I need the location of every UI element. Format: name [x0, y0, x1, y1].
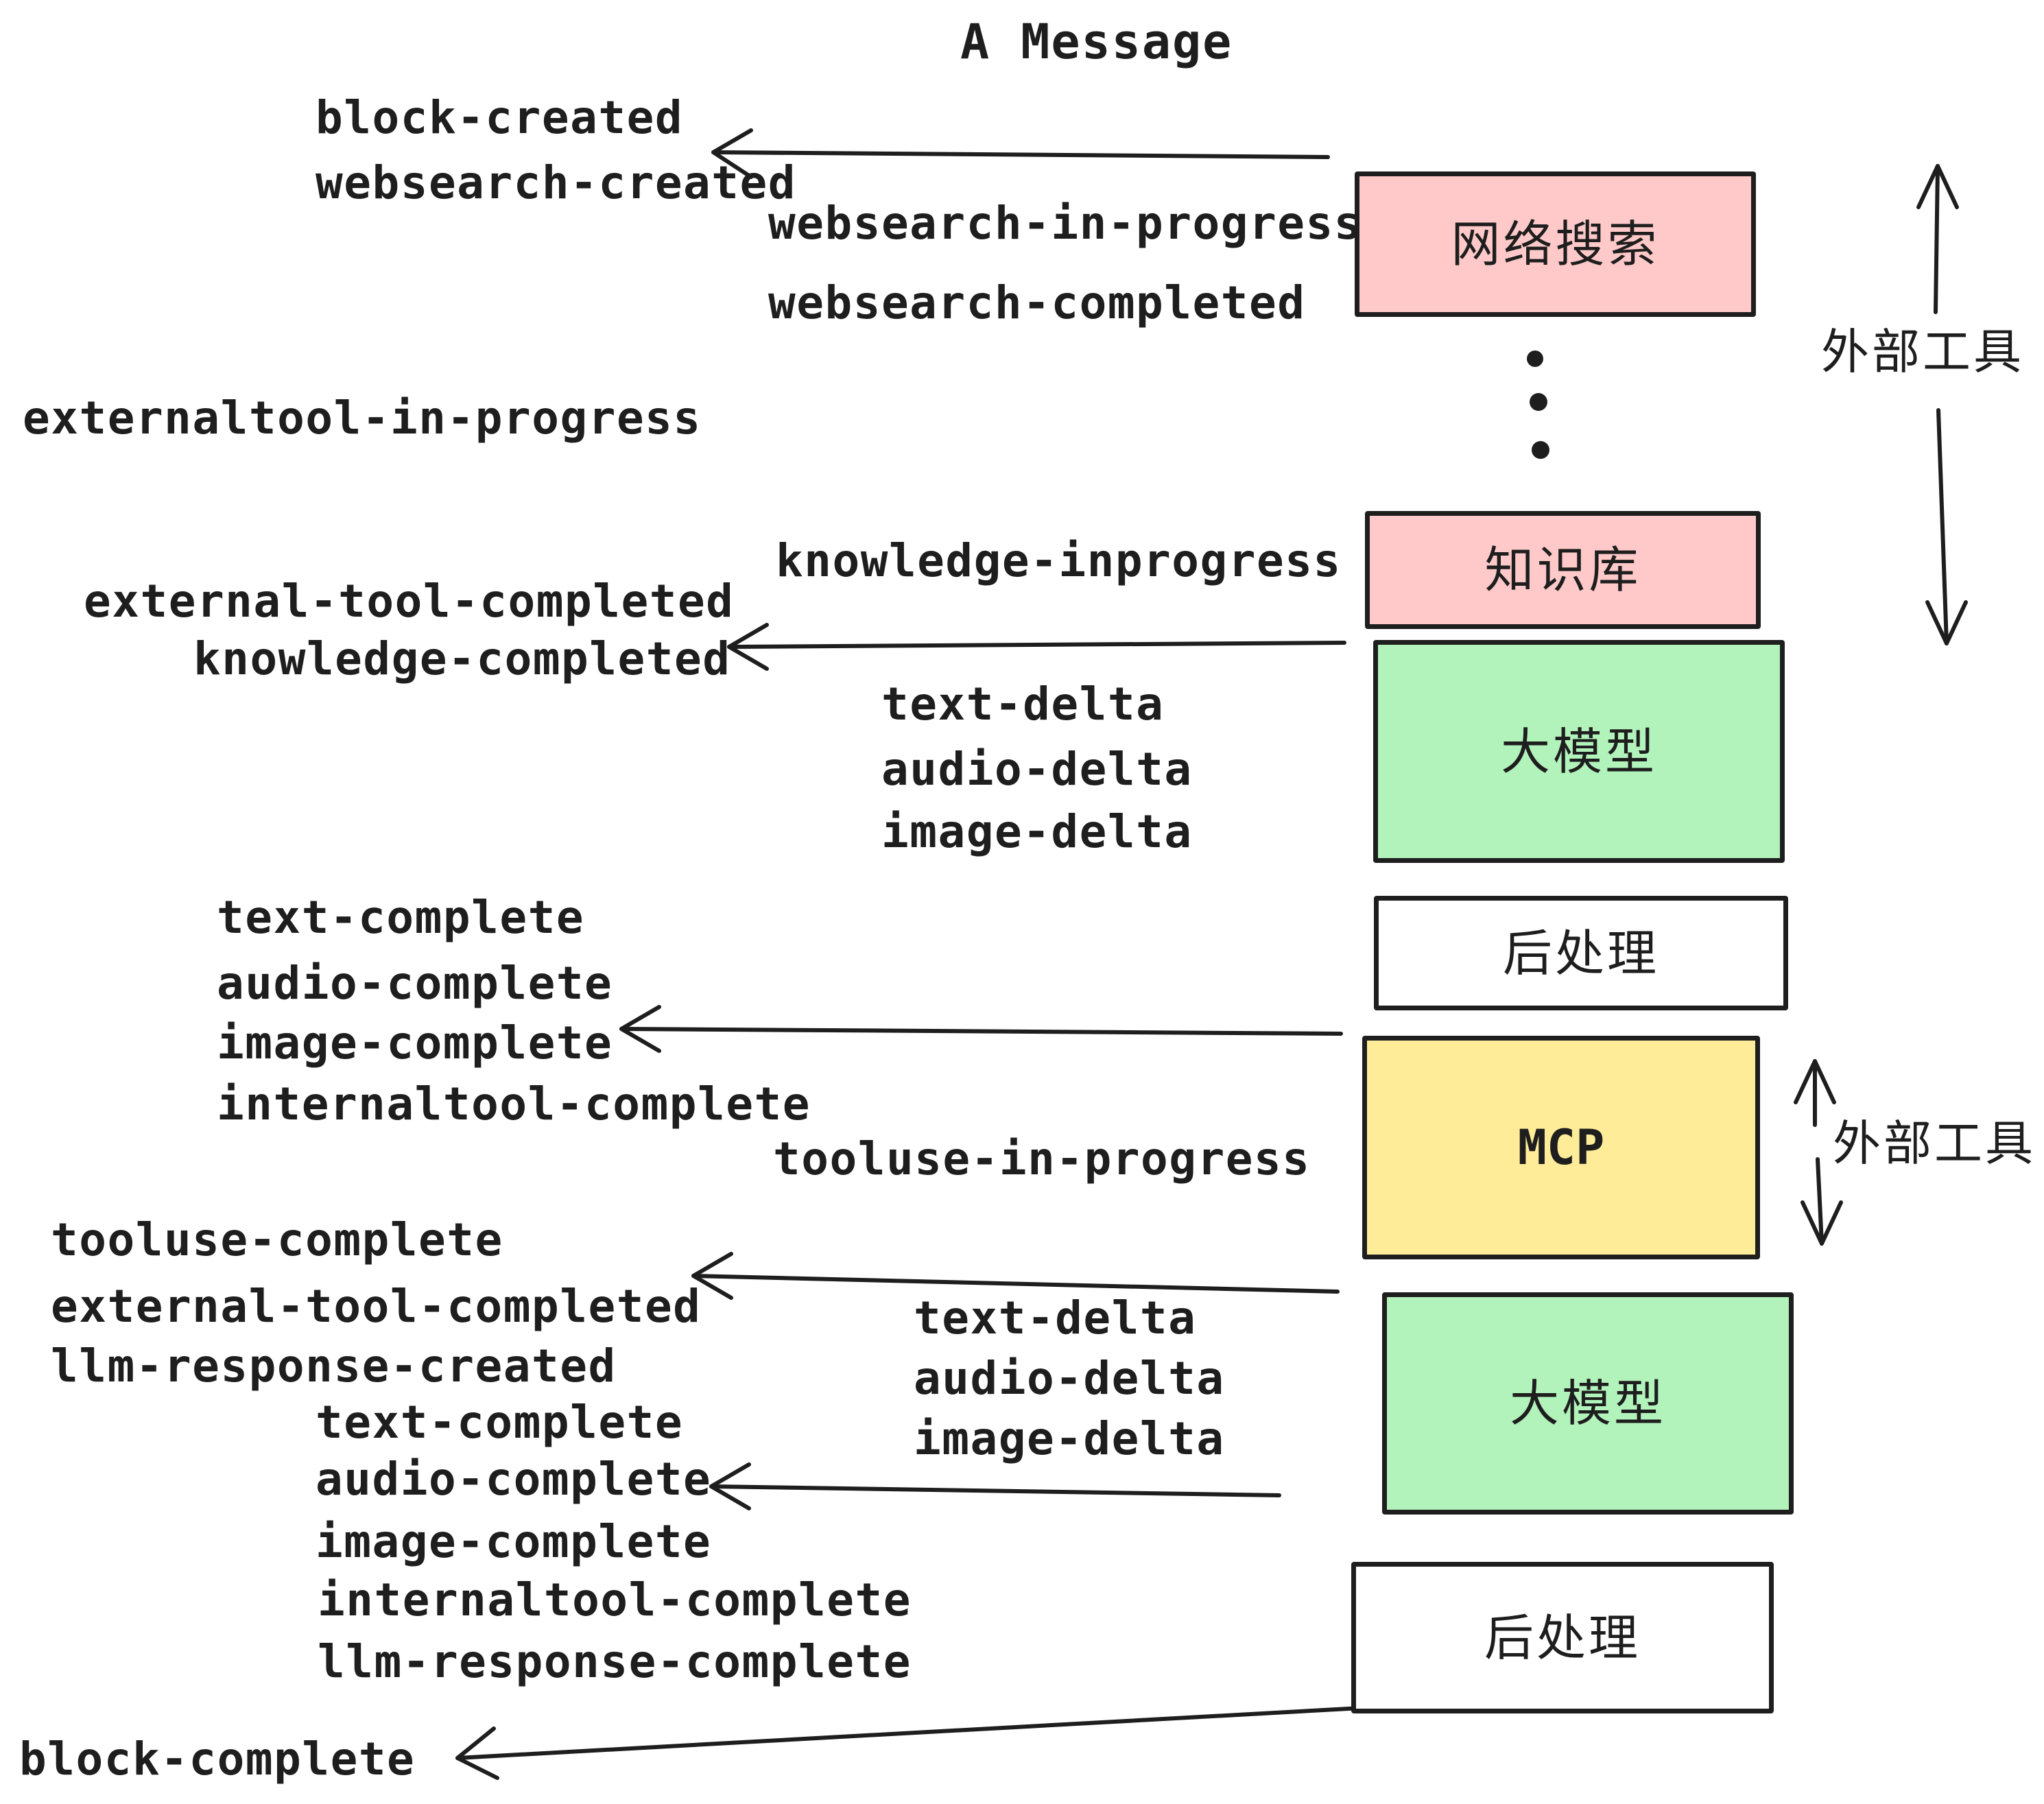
event-internaltool-complete-2: internaltool-complete [318, 1574, 912, 1626]
event-websearch-created: websearch-created [316, 156, 797, 209]
box-websearch: 网络搜索 [1355, 171, 1756, 317]
event-external-tool-completed-2: external-tool-completed [51, 1280, 702, 1333]
event-image-complete-1: image-complete [217, 1017, 613, 1069]
box-postprocess-2-label: 后处理 [1484, 1609, 1641, 1667]
box-mcp-label: MCP [1517, 1119, 1605, 1176]
event-internaltool-complete-1: internaltool-complete [217, 1078, 811, 1130]
arrow-websearch-created [711, 128, 1330, 179]
event-text-delta-1: text-delta [881, 678, 1165, 731]
double-arrow-external-tools-1 [1916, 164, 1968, 645]
box-llm-1: 大模型 [1373, 640, 1785, 863]
arrow-knowledge-completed [727, 623, 1346, 671]
event-text-complete-1: text-complete [217, 891, 585, 944]
box-mcp: MCP [1362, 1036, 1760, 1259]
diagram-title: A Message [960, 14, 1233, 70]
event-external-tool-completed-1: external-tool-completed [84, 575, 735, 628]
box-llm-2: 大模型 [1382, 1292, 1794, 1515]
box-knowledge-label: 知识库 [1484, 541, 1641, 599]
ellipsis-dots [1527, 351, 1549, 459]
event-block-created: block-created [316, 91, 684, 144]
event-tooluse-complete: tooluse-complete [51, 1213, 503, 1266]
event-block-complete: block-complete [19, 1733, 416, 1785]
event-audio-delta-1: audio-delta [881, 743, 1193, 796]
event-llm-response-created: llm-response-created [51, 1340, 617, 1392]
box-knowledge: 知识库 [1365, 511, 1761, 629]
event-audio-delta-2: audio-delta [914, 1352, 1225, 1405]
event-text-complete-2: text-complete [316, 1396, 684, 1449]
arrow-block-complete [455, 1706, 1364, 1780]
event-knowledge-inprogress: knowledge-inprogress [776, 534, 1342, 587]
arrow-llm-complete [709, 1462, 1281, 1510]
annotation-external-tools-2: 外部工具 [1833, 1115, 2036, 1172]
event-image-delta-2: image-delta [914, 1412, 1225, 1465]
event-tooluse-in-progress: tooluse-in-progress [773, 1132, 1311, 1185]
event-image-delta-1: image-delta [881, 805, 1193, 858]
event-llm-response-complete: llm-response-complete [318, 1635, 912, 1688]
event-websearch-completed: websearch-completed [768, 276, 1306, 329]
event-websearch-in-progress: websearch-in-progress [768, 197, 1362, 250]
box-llm-2-label: 大模型 [1509, 1375, 1666, 1432]
event-audio-complete-1: audio-complete [217, 957, 613, 1010]
event-externaltool-in-progress: externaltool-in-progress [23, 392, 702, 444]
annotation-external-tools-1: 外部工具 [1821, 324, 2024, 380]
event-text-delta-2: text-delta [914, 1292, 1197, 1344]
box-postprocess-1-label: 后处理 [1502, 924, 1659, 982]
box-llm-1-label: 大模型 [1500, 722, 1657, 781]
event-knowledge-completed: knowledge-completed [193, 632, 731, 685]
event-audio-complete-2: audio-complete [316, 1453, 712, 1506]
box-websearch-label: 网络搜索 [1451, 215, 1660, 273]
box-postprocess-2: 后处理 [1351, 1562, 1774, 1713]
event-image-complete-2: image-complete [316, 1515, 712, 1568]
box-postprocess-1: 后处理 [1374, 896, 1788, 1010]
arrow-internal-complete [619, 1005, 1343, 1053]
